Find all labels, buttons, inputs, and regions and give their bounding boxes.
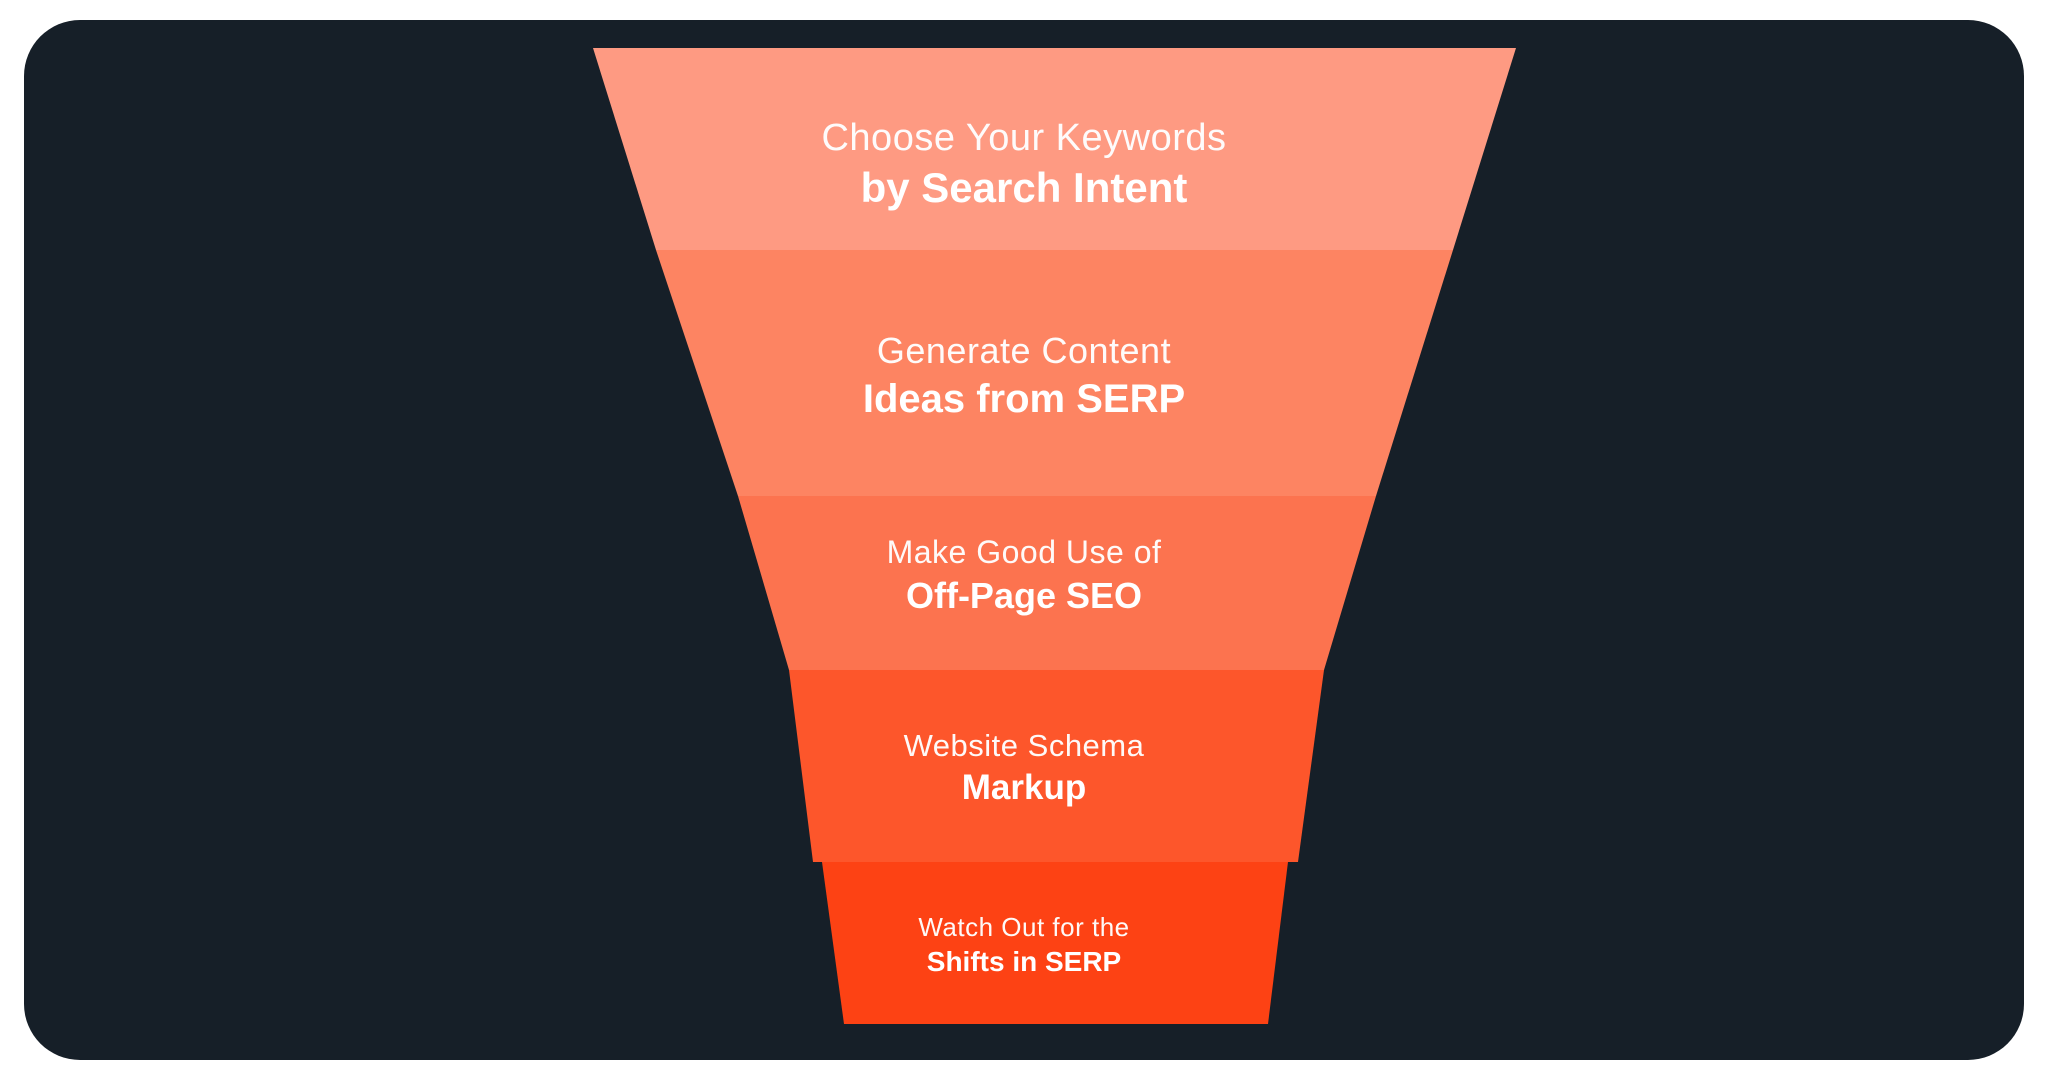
funnel-stage-2-shape [656,250,1453,496]
funnel-stage-5-shape [822,862,1288,1024]
funnel-stage-3-shape [738,496,1376,670]
funnel-stage-4-shape [789,670,1324,862]
funnel-stage-1-shape [593,48,1516,250]
